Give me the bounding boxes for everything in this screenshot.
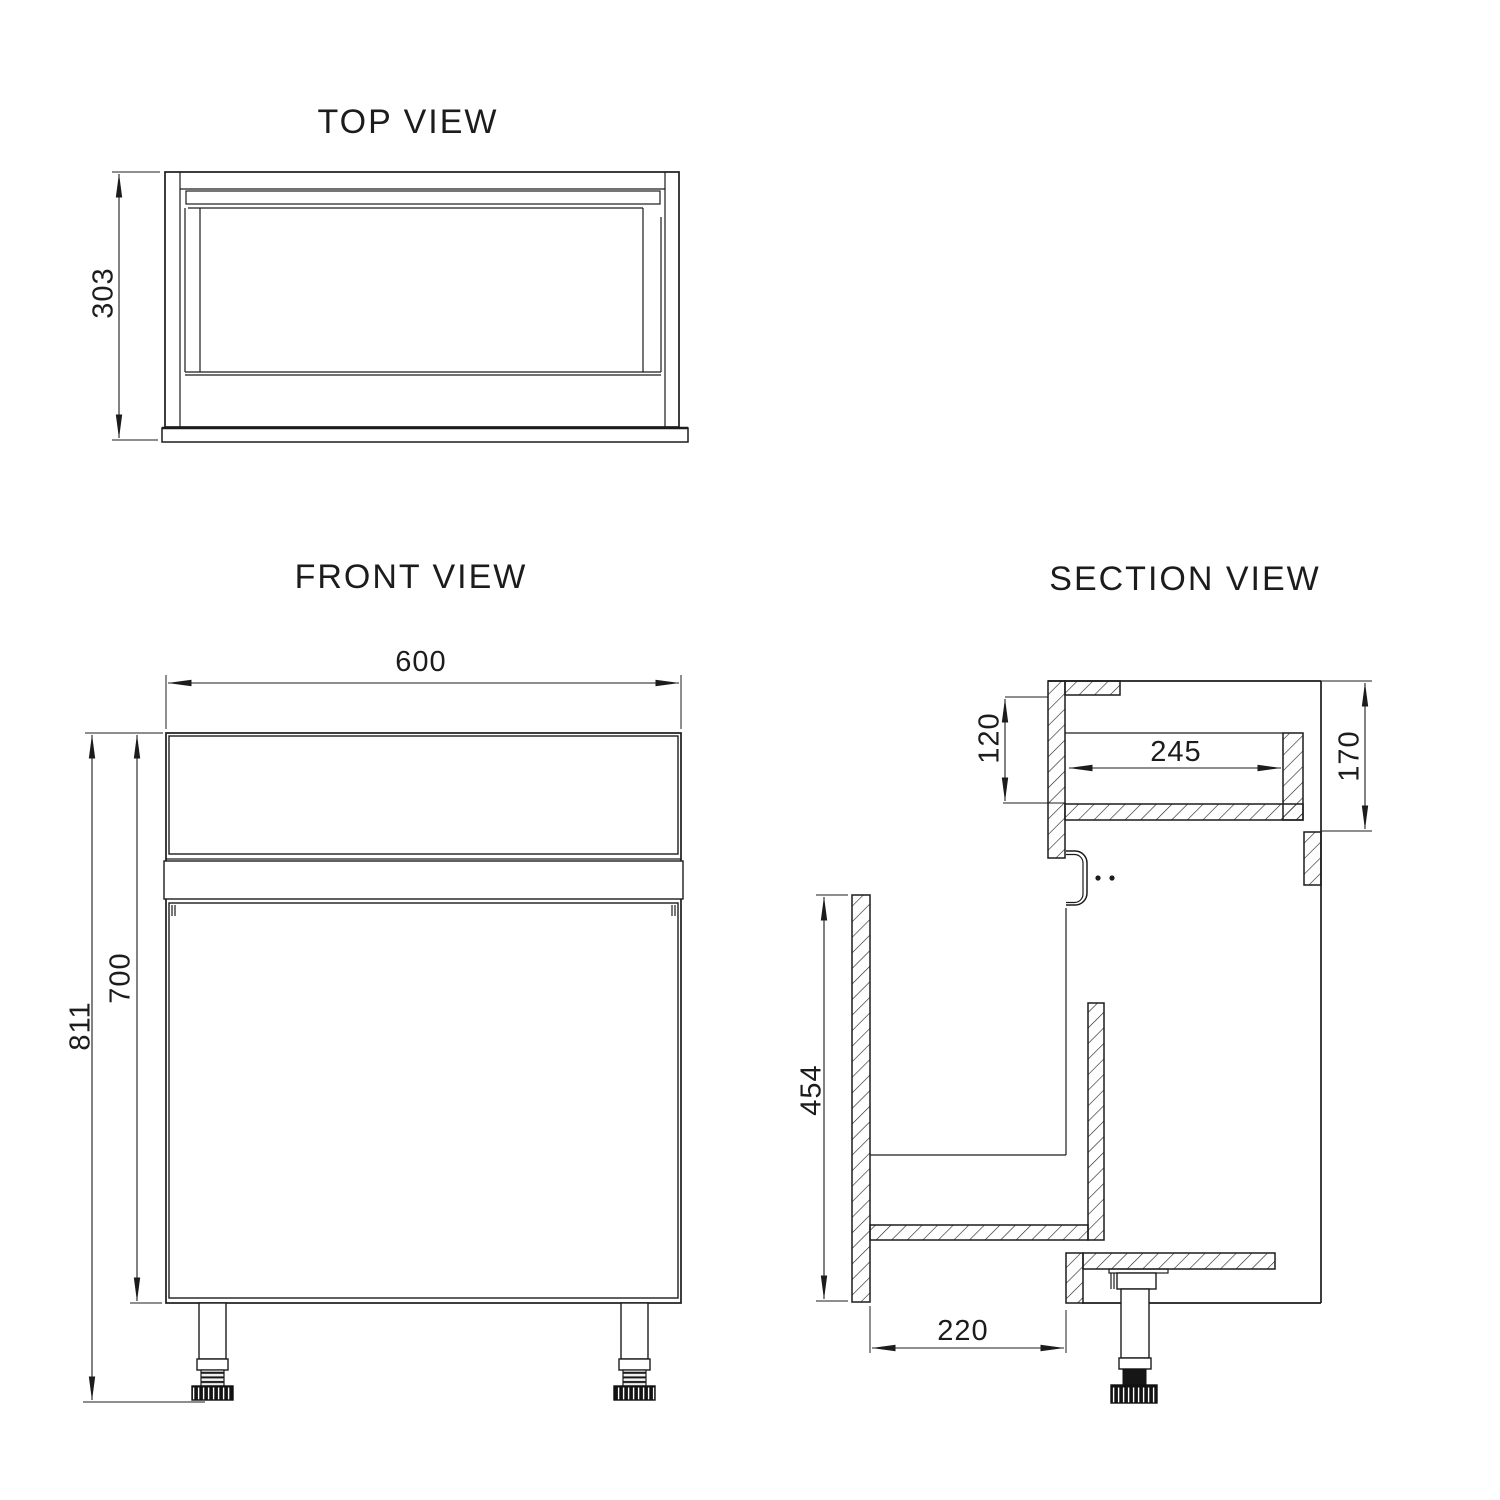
section-view-title: SECTION VIEW bbox=[1049, 560, 1320, 598]
section-door bbox=[851, 894, 871, 1303]
section-top-rail bbox=[1064, 680, 1121, 696]
front-view-door bbox=[168, 902, 679, 1299]
dim-245: 245 bbox=[1068, 736, 1282, 772]
leg-shaft bbox=[198, 1302, 227, 1360]
leg-thread bbox=[1122, 1368, 1147, 1386]
section-plinth-front bbox=[1065, 1252, 1084, 1304]
top-view-back-rail bbox=[185, 190, 661, 205]
leg-foot bbox=[191, 1385, 234, 1401]
leg-thread bbox=[622, 1369, 647, 1387]
leg-collar bbox=[618, 1358, 651, 1371]
top-view-title: TOP VIEW bbox=[317, 103, 498, 141]
dim-454: 454 bbox=[796, 894, 848, 1302]
top-view-carcass-outline bbox=[164, 171, 680, 428]
front-view-leg-left bbox=[191, 1302, 234, 1401]
leg-mount-box bbox=[1116, 1272, 1157, 1290]
hinge-inner-profile bbox=[1066, 853, 1084, 904]
section-mid-panel bbox=[1087, 1002, 1105, 1241]
dim-454-label: 454 bbox=[796, 1064, 828, 1115]
dim-245-label: 245 bbox=[1150, 736, 1201, 768]
dim-220-label: 220 bbox=[937, 1315, 988, 1347]
dim-303: 303 bbox=[88, 171, 160, 441]
front-view-leg-right bbox=[613, 1302, 656, 1401]
section-view: SECTION VIEW bbox=[796, 560, 1372, 1404]
section-back-rail bbox=[1303, 831, 1322, 886]
dim-170: 170 bbox=[1321, 680, 1372, 832]
hinge-screw-dot-1 bbox=[1095, 875, 1101, 881]
hinge-screw-dot-2 bbox=[1109, 875, 1115, 881]
section-plinth-rail bbox=[1082, 1252, 1276, 1270]
top-view: TOP VIEW 303 bbox=[88, 103, 689, 443]
front-view: FRONT VIEW 600 bbox=[65, 558, 684, 1403]
leg-collar bbox=[196, 1358, 229, 1371]
dim-303-label: 303 bbox=[88, 267, 120, 318]
front-view-drawer-front bbox=[168, 735, 679, 855]
dim-600-label: 600 bbox=[395, 646, 446, 678]
section-leg bbox=[1108, 1268, 1169, 1404]
dim-120-label: 120 bbox=[974, 712, 1006, 763]
front-view-mid-rail bbox=[163, 860, 684, 900]
dim-811: 811 bbox=[65, 732, 205, 1403]
dim-120: 120 bbox=[974, 696, 1065, 804]
dim-811-label: 811 bbox=[65, 1001, 97, 1050]
section-bottom-panel bbox=[869, 1224, 1089, 1241]
leg-thread bbox=[200, 1369, 225, 1387]
section-drawer-bottom bbox=[1064, 803, 1304, 821]
section-hinge bbox=[1066, 850, 1115, 906]
leg-shaft bbox=[620, 1302, 649, 1360]
section-drawer-front bbox=[1047, 680, 1066, 859]
front-view-title: FRONT VIEW bbox=[295, 558, 528, 596]
hinge-outer-profile bbox=[1066, 850, 1088, 906]
leg-foot bbox=[613, 1385, 656, 1401]
dim-700-label: 700 bbox=[105, 952, 137, 1003]
leg-foot bbox=[1110, 1384, 1158, 1404]
dim-170-label: 170 bbox=[1334, 730, 1366, 781]
leg-shaft bbox=[1120, 1288, 1150, 1359]
dim-600: 600 bbox=[165, 646, 682, 729]
leg-collar bbox=[1118, 1357, 1152, 1370]
dim-700: 700 bbox=[105, 734, 162, 1304]
dim-220: 220 bbox=[869, 1306, 1067, 1353]
